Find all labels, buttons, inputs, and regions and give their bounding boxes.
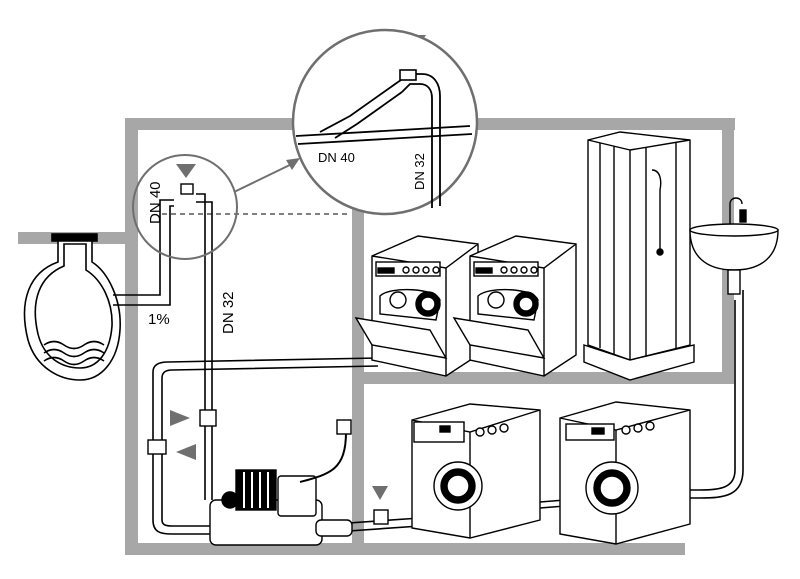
detail-zoom: [291, 28, 479, 216]
zoom-label-dn40: DN 40: [318, 150, 355, 165]
detail-pointer: [233, 161, 297, 193]
detail-pointer-arrowhead: [286, 158, 300, 170]
washing-machine-icon: [411, 403, 541, 539]
slope-label: 1%: [148, 311, 170, 328]
dishwasher-icon: [452, 235, 577, 377]
dishwasher-icon: [354, 235, 479, 377]
zoom-label-dn32: DN 32: [412, 153, 427, 190]
detail-marker-circle: [132, 154, 238, 260]
manhole-icon: [23, 233, 121, 381]
washbasin-icon: [689, 197, 779, 295]
pipe-label-dn32-vertical: DN 32: [220, 291, 237, 334]
washing-machine-icon: [559, 401, 691, 545]
pipe-label-dn40-vertical: DN 40: [147, 181, 164, 224]
lifting-pump-icon: [209, 419, 353, 546]
shutoff-valve-icon: [147, 409, 389, 525]
shower-cabin-icon: [583, 131, 695, 381]
vent-valve-icon: [180, 183, 194, 195]
